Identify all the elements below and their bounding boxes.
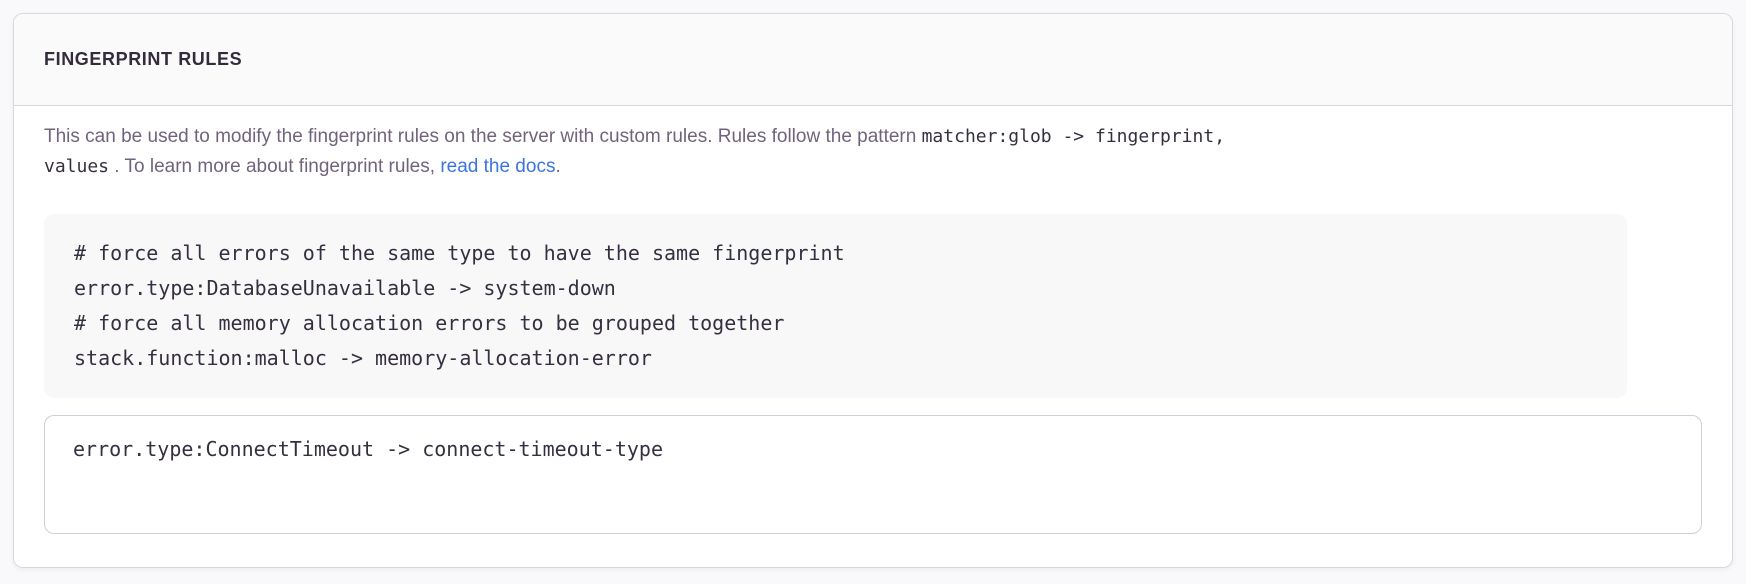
code-example-line-1: # force all errors of the same type to h… [74,241,845,265]
fingerprint-rules-panel: FINGERPRINT RULES This can be used to mo… [13,13,1733,568]
inline-code-values: values [44,156,110,177]
panel-header: FINGERPRINT RULES [14,14,1732,106]
description-text: This can be used to modify the fingerpri… [44,122,1702,182]
code-example-line-2: error.type:DatabaseUnavailable -> system… [74,276,616,300]
description-middle: . To learn more about fingerprint rules, [109,156,441,177]
code-example-line-3: # force all memory allocation errors to … [74,311,785,335]
description-line-1: This can be used to modify the fingerpri… [44,122,1702,152]
inline-code-pattern: matcher:glob -> fingerprint, [921,126,1226,147]
description-line-2: values . To learn more about fingerprint… [44,152,1702,182]
settings-page: FINGERPRINT RULES This can be used to mo… [0,13,1746,568]
description-intro: This can be used to modify the fingerpri… [44,126,922,147]
description-period: . [555,156,561,177]
fingerprint-rules-textarea[interactable]: error.type:ConnectTimeout -> connect-tim… [44,415,1702,534]
code-example-line-4: stack.function:malloc -> memory-allocati… [74,346,652,370]
panel-title: FINGERPRINT RULES [44,49,243,69]
panel-body: This can be used to modify the fingerpri… [14,106,1732,567]
code-example-block: # force all errors of the same type to h… [44,214,1627,398]
read-the-docs-link[interactable]: read the docs [440,156,556,177]
